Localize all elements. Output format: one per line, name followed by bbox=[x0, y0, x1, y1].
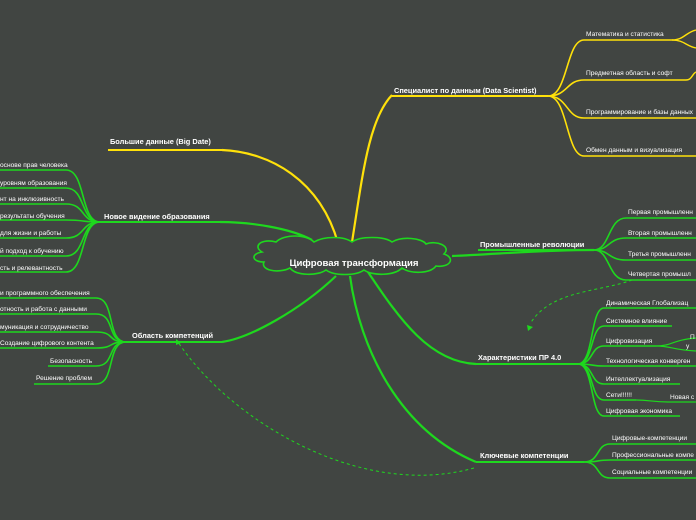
leaf-ds-programming[interactable]: Программирование и базы данных bbox=[586, 108, 694, 116]
leaf-ir-4[interactable]: Четвертая промышл bbox=[628, 271, 691, 278]
central-title: Цифровая трансформация bbox=[290, 258, 419, 269]
leaf-ds-math[interactable]: Математика и статистика bbox=[586, 31, 664, 38]
connector-ch-7 bbox=[577, 363, 605, 417]
leaf-ca-3[interactable]: муникация и сотрудничество bbox=[0, 324, 89, 331]
leaf-ca-6[interactable]: Решение проблем bbox=[36, 374, 92, 382]
connector-ca-6 bbox=[95, 341, 127, 385]
leaf-kc-2[interactable]: Профессиональные компе bbox=[612, 452, 694, 459]
leaf-ne-7[interactable]: сть и релевантность bbox=[0, 265, 63, 272]
connector-competence-area bbox=[221, 275, 337, 344]
leaf-ch-3-sub-1[interactable]: П bbox=[690, 334, 695, 341]
connector-ds-2 bbox=[547, 79, 585, 97]
connector-ne-5 bbox=[65, 221, 101, 239]
leaf-ch-3[interactable]: Цифровизация bbox=[606, 338, 653, 345]
leaf-ir-3[interactable]: Третья промышленн bbox=[628, 251, 691, 258]
leaf-ch-2[interactable]: Системное влияние bbox=[606, 318, 667, 325]
node-key-competencies[interactable]: Ключевые компетенции bbox=[480, 451, 569, 460]
central-cloud-shape bbox=[253, 235, 452, 276]
connector-ir-1 bbox=[593, 217, 627, 251]
leaf-ne-2[interactable]: уровням образования bbox=[0, 179, 67, 187]
connector-ch-2 bbox=[577, 325, 605, 365]
leaf-ch-6-sub[interactable]: Новая с bbox=[670, 394, 695, 401]
connector-big-data bbox=[221, 148, 340, 244]
node-data-scientist[interactable]: Специалист по данным (Data Scientist) bbox=[394, 86, 537, 95]
connector-ne-6 bbox=[65, 221, 101, 257]
connector-key-competencies bbox=[348, 275, 477, 464]
central-node[interactable]: Цифровая трансформация bbox=[253, 235, 452, 276]
connector-ne-7 bbox=[65, 221, 101, 273]
leaf-ch-3-sub-2[interactable]: у bbox=[686, 343, 690, 350]
leaf-ir-1[interactable]: Первая промышленн bbox=[628, 209, 693, 216]
connector-kc-3 bbox=[583, 461, 611, 479]
leaf-kc-3[interactable]: Социальные компетенции bbox=[612, 469, 693, 476]
leaf-ds-visualization[interactable]: Обмен данным и визуализация bbox=[586, 146, 683, 154]
node-new-education[interactable]: Новое видение образования bbox=[104, 212, 210, 221]
leaf-ch-1[interactable]: Динамическая Глобализац bbox=[606, 299, 688, 307]
leaf-ne-4[interactable]: результаты обучения bbox=[0, 212, 65, 220]
node-competence-area[interactable]: Область компетенций bbox=[132, 331, 214, 340]
connector-ca-1 bbox=[95, 297, 127, 343]
leaf-ir-2[interactable]: Вторая промышленн bbox=[628, 230, 692, 237]
node-characteristics[interactable]: Характеристики ПР 4.0 bbox=[478, 353, 561, 362]
connector-ds-4 bbox=[547, 95, 585, 157]
leaf-ne-5[interactable]: для жизни и работы bbox=[0, 229, 62, 237]
leaf-kc-1[interactable]: Цифровые-компетенции bbox=[612, 435, 687, 442]
node-industrial[interactable]: Промышленные революции bbox=[480, 240, 585, 249]
leaf-ca-1[interactable]: и программного обеспечения bbox=[0, 289, 90, 297]
leaf-ne-6[interactable]: й подход к обучению bbox=[0, 247, 64, 255]
leaf-ne-3[interactable]: нт на инклюзивность bbox=[0, 196, 65, 203]
leaf-ch-5[interactable]: Интеллектуализация bbox=[606, 376, 671, 383]
connector-ch-6 bbox=[577, 363, 605, 401]
leaf-ch-6[interactable]: Сети!!!!!! bbox=[606, 392, 632, 399]
leaf-ds-domain[interactable]: Предметная область и софт bbox=[586, 69, 673, 77]
dashed-relation-key-to-area bbox=[177, 341, 475, 476]
arrowhead bbox=[527, 325, 533, 331]
node-big-data[interactable]: Большие данные (Big Date) bbox=[110, 137, 211, 146]
connector-data-scientist bbox=[350, 94, 393, 243]
connector-ds-1 bbox=[547, 39, 585, 97]
connector-characteristics bbox=[367, 271, 477, 366]
leaf-ca-5[interactable]: Безопасность bbox=[50, 358, 93, 365]
leaf-ca-2[interactable]: отность и работа с данными bbox=[0, 305, 87, 313]
leaf-ch-4[interactable]: Технологическая конверген bbox=[606, 358, 691, 365]
leaf-ca-4[interactable]: Создание цифрового контента bbox=[0, 340, 94, 347]
leaf-ch-7[interactable]: Цифровая экономика bbox=[606, 408, 672, 415]
connector-ds-3 bbox=[547, 95, 585, 119]
leaf-ne-1[interactable]: основе прав человека bbox=[0, 162, 68, 169]
connector-ir-4 bbox=[593, 249, 627, 281]
